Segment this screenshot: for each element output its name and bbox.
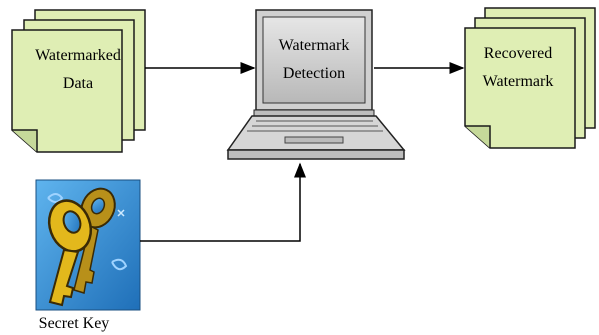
- laptop-icon: [226, 9, 406, 160]
- arrow-icon: [140, 62, 465, 242]
- recovered-watermark-stack: Recovered Watermark: [464, 7, 596, 149]
- detection-label-line2: Detection: [283, 65, 345, 82]
- recovered-label-line2: Watermark: [483, 73, 554, 90]
- watermarked-label-line2: Data: [63, 75, 93, 92]
- watermarked-data-stack: Watermarked Data: [11, 9, 146, 153]
- document-stack-icon: [11, 9, 146, 153]
- watermarked-label-line1: Watermarked: [35, 47, 121, 64]
- arrow-key-to-detection: [140, 162, 306, 242]
- secret-key: Secret Key: [35, 179, 141, 332]
- secret-key-label: Secret Key: [39, 315, 110, 332]
- recovered-label-line1: Recovered: [484, 45, 552, 62]
- detection-label-line1: Watermark: [279, 37, 350, 54]
- document-stack-icon: [464, 7, 596, 149]
- key-icon: [35, 179, 141, 311]
- watermark-detection-laptop: Watermark Detection: [226, 9, 406, 160]
